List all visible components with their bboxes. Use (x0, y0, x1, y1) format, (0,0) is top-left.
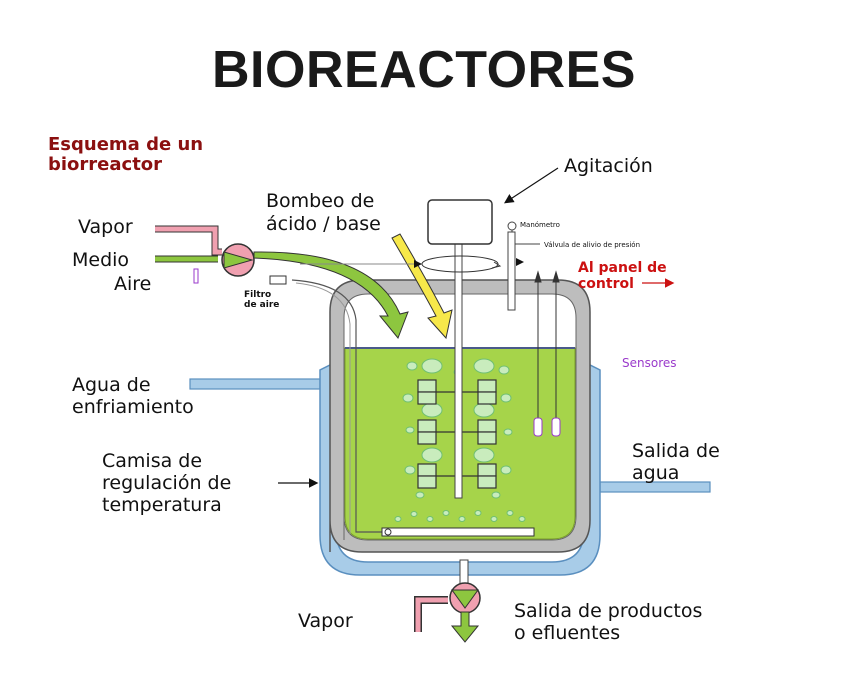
acid-base-arrow (391, 233, 453, 340)
air-inlet-tube (193, 268, 199, 284)
label-sensores: Sensores (622, 356, 677, 370)
label-manometro: Manómetro (520, 221, 560, 229)
label-agua-enfriamiento: Agua de enfriamiento (72, 374, 194, 418)
subtitle-line2: biorreactor (48, 154, 163, 175)
label-vapor-bottom: Vapor (298, 610, 353, 632)
steam-inlet-pipe (155, 225, 222, 256)
label-filtro-line1: Filtro (244, 290, 272, 300)
label-salida-agua-line2: agua (632, 462, 680, 484)
label-filtro-line2: de aire (244, 300, 280, 310)
label-medio: Medio (72, 249, 130, 271)
label-panel-line1: Al panel de (578, 260, 667, 276)
agitation-pointer (503, 167, 559, 204)
subtitle-line1: Esquema de un (48, 134, 204, 155)
label-camisa-line2: regulación de (102, 472, 232, 494)
label-aire: Aire (114, 273, 152, 295)
label-camisa: Camisa de regulación de temperatura (102, 450, 231, 516)
rotation-indicator (421, 255, 499, 273)
label-agua-enfr-line2: enfriamiento (72, 396, 194, 418)
sensor-probes (533, 270, 561, 437)
medium-feed-arrow (253, 251, 409, 339)
rotation-arrow-icon (491, 261, 502, 269)
diagram-subtitle: Esquema de un biorreactor (48, 135, 203, 175)
label-salida-productos: Salida de productos o efluentes (514, 600, 702, 644)
label-salida-prod-line2: o efluentes (514, 622, 621, 644)
relief-valve-pipe (507, 231, 516, 311)
air-filter (269, 275, 287, 285)
air-line (291, 279, 382, 533)
label-agua-enfr-line1: Agua de (72, 374, 151, 396)
page-title: BIOREACTORES (212, 41, 636, 99)
impellers (417, 379, 497, 489)
label-valvula: Válvula de alivio de presión (544, 241, 641, 249)
air-bubbles (394, 358, 526, 522)
agitator-shaft (454, 243, 463, 499)
label-filtro: Filtro de aire (244, 290, 279, 310)
label-camisa-line1: Camisa de (102, 450, 203, 472)
label-vapor-top: Vapor (78, 216, 133, 238)
label-panel: Al panel de control (578, 260, 667, 292)
label-bombeo-line2: ácido / base (266, 213, 381, 235)
product-outlet-arrow (450, 611, 480, 643)
agitator-motor (427, 199, 493, 245)
outlet-pipe (459, 559, 469, 587)
cooling-water-inlet-pipe (189, 378, 321, 390)
label-bombeo-line1: Bombeo de (266, 190, 375, 212)
label-camisa-line3: temperatura (102, 494, 222, 516)
label-salida-prod-line1: Salida de productos (514, 600, 703, 622)
steam-outlet-pipe (414, 596, 448, 632)
temperature-jacket (319, 360, 601, 576)
label-salida-agua-line1: Salida de (632, 440, 720, 462)
label-salida-agua: Salida de agua (632, 440, 720, 484)
label-agitacion: Agitación (564, 155, 653, 177)
sparger (381, 527, 535, 537)
label-panel-line2: control (578, 276, 634, 292)
